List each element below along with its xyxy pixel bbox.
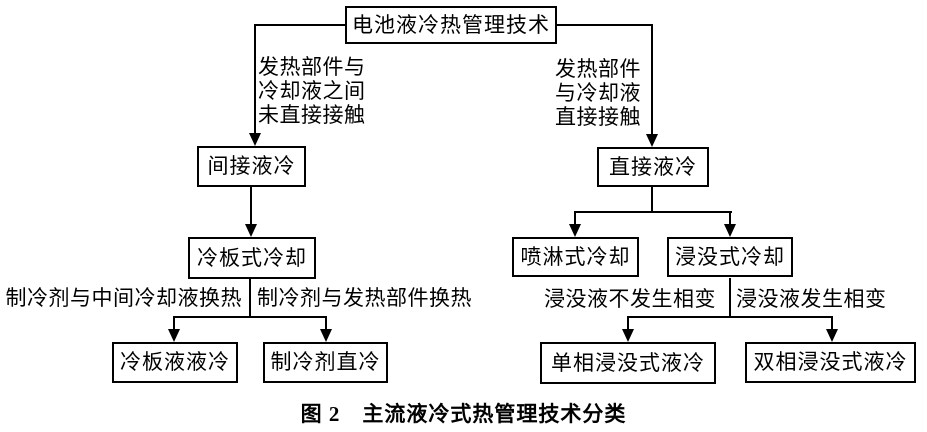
edge-label-two-phase-condition: 浸没液发生相变: [736, 287, 887, 311]
node-direct: 直接液冷: [597, 147, 709, 187]
edge-label-direct-condition: 发热部件 与冷却液 直接接触: [555, 57, 641, 129]
edge-label-single-phase-condition: 浸没液不发生相变: [544, 287, 716, 311]
connector-direct-stem: [651, 186, 653, 213]
connector-split-to-plate-liquid: [173, 316, 175, 330]
edge-label-refrigerant-direct-condition: 制冷剂与发热部件换热: [257, 286, 472, 310]
arrowhead-to-refrigerant-direct-icon: [320, 329, 332, 342]
node-single-phase: 单相浸没式液冷: [540, 342, 716, 384]
node-indirect: 间接液冷: [197, 146, 306, 187]
node-plate-liquid: 冷板液液冷: [112, 342, 238, 383]
arrowhead-to-indirect-icon: [249, 133, 261, 146]
arrowhead-to-spray-icon: [569, 224, 581, 237]
connector-split-to-refrigerant-direct: [325, 316, 327, 330]
figure-caption: 图 2 主流液冷式热管理技术分类: [300, 402, 627, 426]
connector-direct-split: [574, 211, 732, 213]
connector-root-to-indirect-vertical: [254, 24, 256, 134]
connector-split-to-spray: [574, 211, 576, 225]
node-cold-plate: 冷板式冷却: [188, 237, 316, 279]
arrowhead-to-single-phase-icon: [622, 329, 634, 342]
arrowhead-to-direct-icon: [646, 134, 658, 147]
connector-root-to-indirect-horizontal: [255, 24, 346, 26]
connector-indirect-to-coldplate: [250, 186, 252, 225]
connector-root-to-direct-vertical: [651, 24, 653, 135]
arrowhead-to-plate-liquid-icon: [168, 329, 180, 342]
connector-coldplate-split: [173, 316, 327, 318]
arrowhead-to-two-phase-icon: [826, 329, 838, 342]
connector-coldplate-stem: [249, 278, 251, 318]
edge-label-plate-liquid-condition: 制冷剂与中间冷却液换热: [5, 286, 242, 310]
connector-immersion-stem: [729, 278, 731, 318]
node-immersion: 浸没式冷却: [667, 237, 793, 277]
connector-split-to-single-phase: [627, 316, 629, 330]
connector-root-to-direct-horizontal: [556, 24, 653, 26]
connector-split-to-two-phase: [831, 316, 833, 330]
arrowhead-to-coldplate-icon: [245, 224, 257, 237]
connector-split-to-immersion: [729, 211, 731, 225]
node-refrigerant-direct: 制冷剂直冷: [263, 342, 388, 383]
node-root: 电池液冷热管理技术: [345, 6, 557, 44]
arrowhead-to-immersion-icon: [724, 224, 736, 237]
connector-immersion-split: [627, 316, 833, 318]
edge-label-indirect-condition: 发热部件与 冷却液之间 未直接接触: [258, 55, 366, 127]
node-spray: 喷淋式冷却: [512, 237, 639, 277]
node-two-phase: 双相浸没式液冷: [745, 342, 916, 383]
